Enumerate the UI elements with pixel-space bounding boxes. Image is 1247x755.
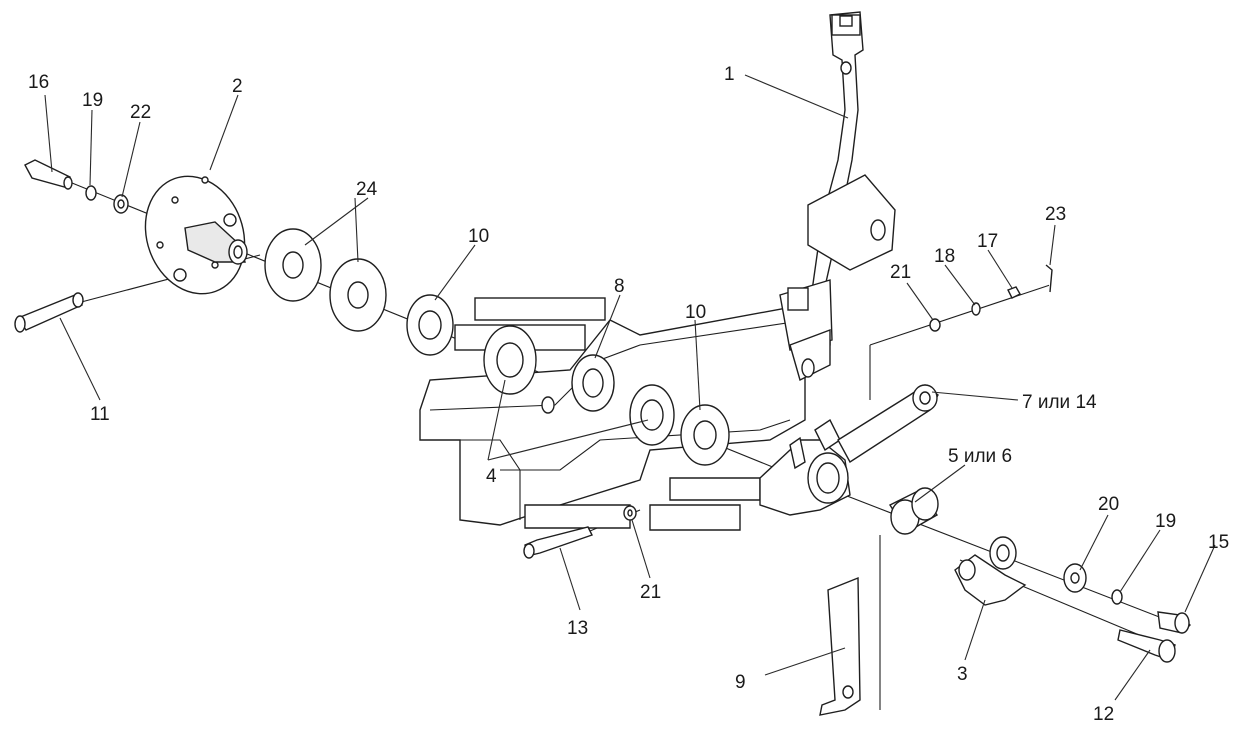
cover-plate (419, 297, 831, 531)
ring-part-10-left (406, 294, 454, 356)
bushing-part-5 (888, 487, 939, 535)
callout-16: 16 (28, 72, 49, 93)
plate-part-9 (819, 576, 861, 716)
callout-18: 18 (934, 246, 955, 267)
bolt-part-12 (1117, 629, 1176, 663)
ring-part-8 (541, 354, 615, 414)
flange-part-2 (144, 175, 248, 295)
washer-part-21-right (929, 318, 941, 332)
clip-part-3 (954, 536, 1027, 606)
pin-part-11 (14, 292, 84, 333)
leader-lines (44, 74, 1216, 701)
callout-5-or-6: 5 или 6 (948, 446, 1012, 467)
washer-part-18 (971, 302, 981, 316)
bracket-body (759, 418, 851, 516)
callout-20: 20 (1098, 494, 1119, 515)
washer-part-21-center (623, 505, 637, 521)
callout-12: 12 (1093, 704, 1114, 725)
callout-4: 4 (486, 466, 497, 487)
callout-24: 24 (356, 179, 378, 200)
callout-11: 11 (90, 404, 110, 425)
washer-part-19 (85, 185, 97, 201)
callout-21-center: 21 (640, 582, 661, 603)
bolt-part-15 (1157, 611, 1191, 634)
washers-part-24 (264, 228, 387, 332)
callout-2: 2 (232, 76, 243, 97)
ring-part-10-right (680, 404, 730, 466)
bolt-part-16 (24, 159, 73, 190)
callout-10-left: 10 (468, 226, 489, 247)
washer-part-19-right (1111, 589, 1123, 605)
pin-part-23 (1045, 264, 1053, 293)
callout-23: 23 (1045, 204, 1066, 225)
callout-19-right: 19 (1155, 511, 1176, 532)
callout-8: 8 (614, 276, 625, 297)
callout-15: 15 (1208, 532, 1229, 553)
callout-22: 22 (130, 102, 151, 123)
ring-part-4 (483, 325, 675, 446)
callout-21-right: 21 (890, 262, 911, 283)
callout-10-right: 10 (685, 302, 706, 323)
callout-13: 13 (567, 618, 588, 639)
callout-labels: 16 19 22 2 24 10 8 10 1 11 4 21 18 17 23… (28, 64, 1229, 725)
lever-part-1 (779, 11, 896, 382)
washer-part-20 (1063, 563, 1087, 593)
callout-9: 9 (735, 672, 746, 693)
callout-3: 3 (957, 664, 968, 685)
bolt-part-13 (523, 526, 593, 559)
nut-part-17 (1007, 286, 1021, 299)
callout-17: 17 (977, 231, 998, 252)
callout-7-or-14: 7 или 14 (1022, 392, 1097, 413)
washer-part-22 (113, 194, 129, 214)
callout-19-left: 19 (82, 90, 103, 111)
callout-1: 1 (724, 64, 735, 85)
arm-part-7 (837, 384, 939, 463)
